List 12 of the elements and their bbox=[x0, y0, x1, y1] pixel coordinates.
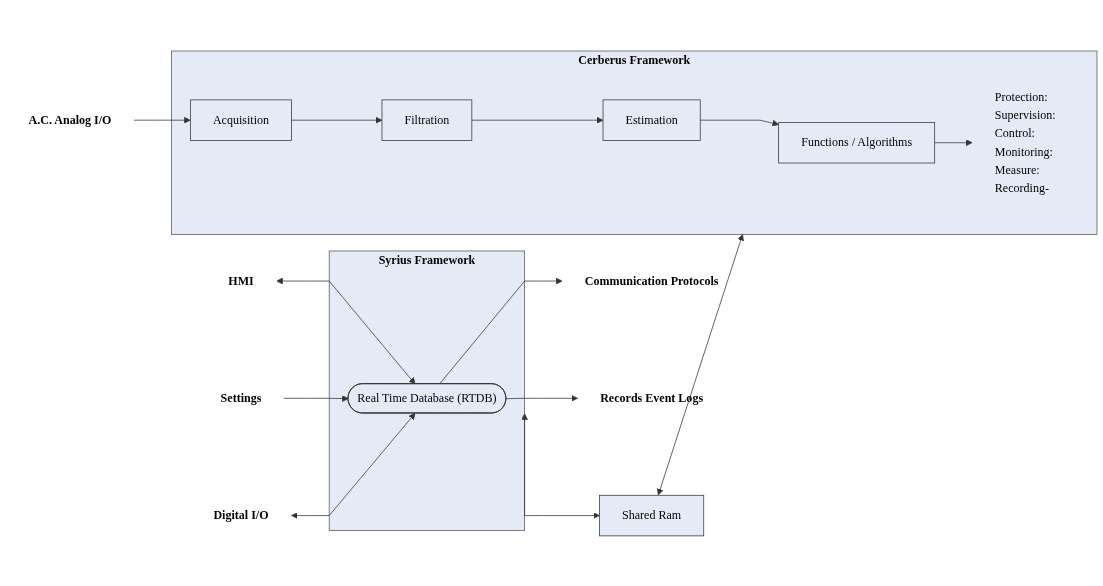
node-text: Settings bbox=[220, 391, 262, 404]
node-text: Protection: Supervision: Control: Monitoring: Measure: Recording- bbox=[994, 90, 1056, 194]
node-box: Estimation bbox=[602, 99, 701, 141]
node-box: Filtration bbox=[381, 99, 473, 141]
node-text: Digital I/O bbox=[213, 508, 269, 522]
node-box: Functions / Algorithms bbox=[778, 121, 936, 163]
node-text: Records Event Logs bbox=[600, 391, 704, 404]
node-box: Shared Ram bbox=[599, 494, 705, 536]
node-text: A.C. Analog I/O bbox=[28, 112, 112, 126]
node-text: HMI bbox=[228, 273, 254, 287]
node-box: Acquisition bbox=[190, 99, 292, 141]
node-text: Communication Protocols bbox=[584, 273, 719, 287]
